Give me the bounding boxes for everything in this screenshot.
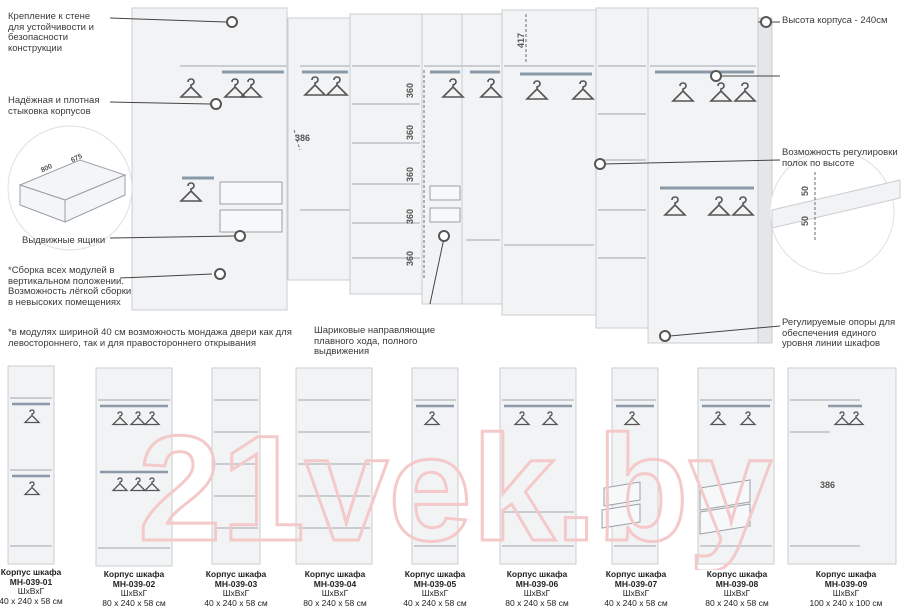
module-06-size: 80 х 240 х 58 см [505,597,569,608]
dim-corner-386: 386 [820,480,835,490]
dim-shelf-360-4: 360 [405,208,415,224]
note-shelf-adjust: Возможность регулировки полок по высоте [782,147,898,169]
module-01-dims-label: ШхВхГ [17,586,45,596]
module-09-dims-label: ШхВхГ [832,588,860,598]
module-08-code: МН-039-08 [715,578,759,589]
module-07-caption: Корпус шкафа МН-039-07 ШхВхГ 40 х 240 х … [591,569,681,608]
module-05-size: 40 х 240 х 58 см [403,597,467,608]
module-04-dims-label: ШхВхГ [321,588,349,598]
module-07-body [611,367,659,565]
module-08-title: Корпус шкафа [706,569,768,579]
module-02-body [95,367,173,567]
module-05-dims-label: ШхВхГ [421,588,449,598]
module-07-code: МН-039-07 [614,578,658,589]
module-05-code: МН-039-05 [413,578,457,589]
note-drawers: Выдвижные ящики [22,235,106,246]
module-06-dims-label: ШхВхГ [523,588,551,598]
module-03-code: МН-039-03 [214,578,258,589]
module-07-title: Корпус шкафа [605,569,667,579]
note-tight-joint: Надёжная и плотная стыковка корпусов [8,95,100,117]
wardrobe-assembly-illustration [7,7,901,344]
module-01-body [7,365,55,565]
module-07-dims-label: ШхВхГ [622,588,650,598]
module-05-caption: Корпус шкафа МН-039-05 ШхВхГ 40 х 240 х … [390,569,480,608]
dim-adjust-50-1: 50 [800,185,810,196]
module-07-size: 40 х 240 х 58 см [604,597,668,608]
module-08-body [697,367,775,565]
module-09-code: МН-039-09 [824,578,868,589]
dim-shelf-360-1: 360 [405,82,415,98]
note-height: Высота корпуса - 240см [782,15,888,26]
module-04-title: Корпус шкафа [304,569,366,579]
note-ball-guides: Шариковые направляющие плавного хода, по… [314,325,436,357]
dim-top-417: 417 [516,32,526,48]
dim-shelf-360-5: 360 [405,250,415,266]
module-03-dims-label: ШхВхГ [222,588,250,598]
module-02-dims-label: ШхВхГ [120,588,148,598]
module-03-title: Корпус шкафа [205,569,267,579]
module-02-caption: Корпус шкафа МН-039-02 ШхВхГ 80 х 240 х … [89,569,179,608]
module-02-code: МН-039-02 [112,578,156,589]
note-wall-mount: Крепление к стене для устойчивости и без… [8,11,94,54]
module-04-body [295,367,373,565]
module-01-caption: Корпус шкафа МН-039-01 ШхВхГ 40 х 240 х … [0,567,76,606]
module-08-dims-label: ШхВхГ [723,588,751,598]
module-08-size: 80 х 240 х 58 см [705,597,769,608]
module-03-body [211,367,261,565]
module-04-caption: Корпус шкафа МН-039-04 ШхВхГ 80 х 240 х … [290,569,380,608]
dim-shelf-360-2: 360 [405,124,415,140]
module-06-caption: Корпус шкафа МН-039-06 ШхВхГ 80 х 240 х … [492,569,582,608]
module-02-size: 80 х 240 х 58 см [102,597,166,608]
modules-illustration: 386 [7,365,897,567]
module-06-title: Корпус шкафа [506,569,568,579]
module-04-size: 80 х 240 х 58 см [303,597,367,608]
dim-adjust-50-2: 50 [800,215,810,226]
module-09-size: 100 х 240 х 100 см [809,597,883,608]
dim-shelf-360-3: 360 [405,166,415,182]
module-05-body [411,367,459,565]
module-01-title: Корпус шкафа [0,567,62,577]
module-02-title: Корпус шкафа [103,569,165,579]
module-06-body [499,367,577,565]
module-01-code: МН-039-01 [9,576,53,587]
module-04-code: МН-039-04 [313,578,357,589]
note-legs: Регулируемые опоры для обеспечения едино… [782,317,896,349]
module-09-title: Корпус шкафа [815,569,877,579]
module-03-caption: Корпус шкафа МН-039-03 ШхВхГ 40 х 240 х … [191,569,281,608]
module-08-caption: Корпус шкафа МН-039-08 ШхВхГ 80 х 240 х … [692,569,782,608]
dim-depth-386: 386 [295,133,311,143]
module-06-code: МН-039-06 [515,578,559,589]
module-09-body [787,367,897,565]
module-01-size: 40 х 240 х 58 см [0,595,63,606]
module-05-title: Корпус шкафа [404,569,466,579]
note-doors: *в модулях шириной 40 см возможность мон… [8,327,292,349]
module-03-size: 40 х 240 х 58 см [204,597,268,608]
note-vertical-assembly: *Сборка всех модулей в вертикальном поло… [8,265,132,308]
module-09-caption: Корпус шкафа МН-039-09 ШхВхГ 100 х 240 х… [796,569,896,608]
